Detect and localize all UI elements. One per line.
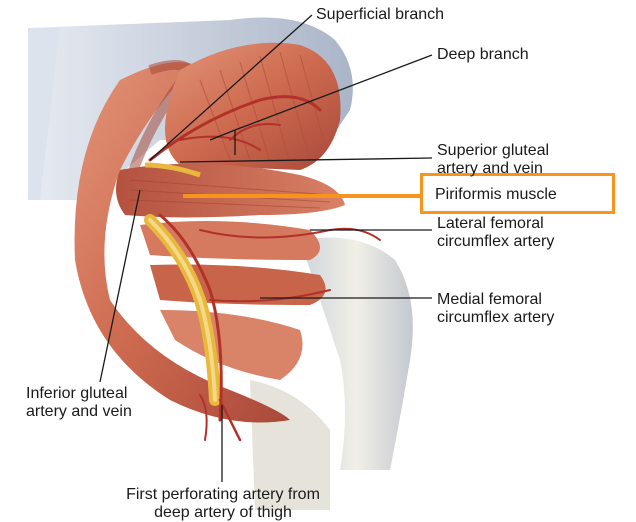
label-piriformis-muscle: Piriformis muscle	[435, 186, 557, 204]
label-first-perforating: First perforating artery from deep arter…	[78, 486, 368, 522]
label-superior-gluteal: Superior gluteal artery and vein	[437, 142, 549, 178]
label-deep-branch: Deep branch	[437, 46, 529, 64]
piriformis-muscle-shape	[116, 164, 345, 218]
label-lateral-femoral: Lateral femoral circumflex artery	[437, 215, 554, 251]
label-medial-femoral: Medial femoral circumflex artery	[437, 291, 554, 327]
label-superficial-branch: Superficial branch	[316, 6, 444, 24]
label-inferior-gluteal: Inferior gluteal artery and vein	[26, 385, 132, 421]
